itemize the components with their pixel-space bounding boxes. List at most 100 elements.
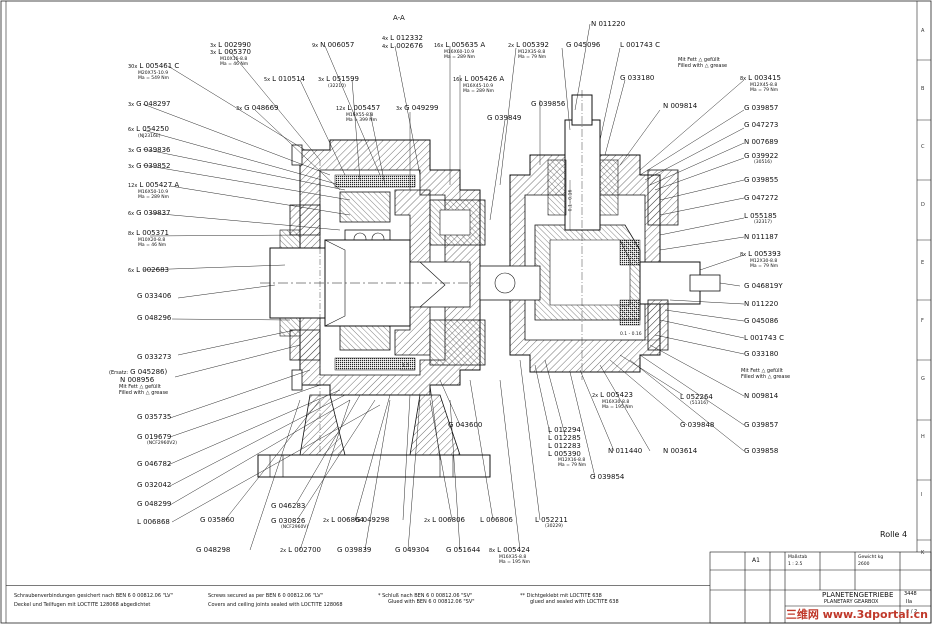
part-number: G 033406: [137, 292, 172, 300]
part-callout: L 012294: [548, 426, 581, 434]
margin-ticks: [917, 59, 931, 541]
section-title: A-A: [393, 14, 405, 22]
footer-rule: [6, 585, 710, 586]
grease-note-de: Mit Fett: [119, 384, 138, 390]
part-callout: N 009814: [663, 102, 697, 110]
part-number: L 002683: [136, 266, 169, 274]
part-number: L 055185: [744, 212, 777, 220]
part-callout: L 012283: [548, 442, 581, 450]
part-callout: G 019679(NCF2960V2): [137, 433, 177, 446]
part-callout: G 039839: [337, 546, 371, 554]
part-number: G 019679: [137, 433, 172, 441]
part-quantity: 8x: [489, 548, 496, 554]
scale-label: Maßstab: [788, 555, 808, 560]
part-number: L 005424: [497, 546, 530, 554]
part-spec: Ma = 289 Nm: [444, 55, 476, 60]
part-number: G 045286): [130, 368, 168, 376]
part-spec: M16X55-8.8: [346, 113, 374, 118]
part-quantity: 2x: [592, 393, 599, 399]
part-number: L 054250: [136, 125, 169, 133]
part-number: L 051599: [326, 75, 359, 83]
part-callout: G 046819Y: [744, 282, 783, 290]
part-callout: G 047272: [744, 194, 778, 202]
weight-label: Gewicht kg: [858, 555, 884, 560]
grease-note-en-2: grease: [773, 374, 791, 380]
part-quantity: 8x: [740, 252, 747, 258]
part-number: G 030826: [271, 517, 306, 525]
part-number: G 039836: [136, 146, 171, 154]
part-callout: G 039857: [744, 104, 778, 112]
part-number: L 006868: [137, 518, 170, 526]
part-number: L 006806: [432, 516, 465, 524]
part-number: G 039857: [744, 421, 779, 429]
housing-right: [479, 90, 721, 380]
part-number: G 048298: [196, 546, 231, 554]
part-quantity: 4x: [382, 36, 389, 42]
part-number: L 005461 C: [139, 62, 180, 70]
part-callout: G 033180: [620, 74, 654, 82]
part-number: L 005635 A: [445, 41, 486, 49]
grease-note-en: Filled with: [741, 374, 767, 380]
part-quantity: 12x: [128, 183, 138, 189]
part-callout: (Ersatz:G 045286): [109, 368, 167, 377]
part-spec: (NJ2316E): [138, 134, 161, 139]
part-number: L 001743 C: [744, 334, 784, 342]
part-callout: G 047273: [744, 121, 778, 129]
part-callout: G 033180: [744, 350, 778, 358]
grease-note-de-2: gefüllt: [144, 384, 161, 390]
part-number: G 033180: [620, 74, 655, 82]
part-number: L 001743 C: [620, 41, 660, 49]
part-number: N 011220: [591, 20, 626, 28]
part-number: G 035860: [200, 516, 235, 524]
grease-note-de-2: gefüllt: [766, 368, 783, 374]
part-number: G 045086: [744, 317, 779, 325]
part-quantity: 6x: [128, 268, 135, 274]
part-callout: L 006868: [137, 518, 170, 526]
part-callout: L 012285: [548, 434, 581, 442]
part-spec: M16X50-10.9: [138, 190, 169, 195]
part-number: G 039858: [744, 447, 779, 455]
part-callout: G 049298: [355, 516, 389, 524]
part-quantity: 3x: [128, 148, 135, 154]
part-callout: G 045086: [744, 317, 778, 325]
part-number: L 012283: [548, 442, 581, 450]
part-callout: N 011220: [591, 20, 625, 28]
part-callout: G 035860: [200, 516, 234, 524]
part-number: G 039839: [337, 546, 372, 554]
part-spec: Ma = 79 Nm: [558, 463, 587, 468]
part-spec: Ma = 46 Nm: [138, 243, 167, 248]
grid-letter: K: [921, 550, 925, 556]
part-number: G 048296: [137, 314, 172, 322]
part-spec: Ma = 46 Nm: [220, 62, 249, 67]
housing-left: [257, 139, 700, 478]
warning-icon: △: [698, 57, 703, 63]
warning-icon: △: [145, 390, 150, 396]
part-callout: N 011220: [744, 300, 778, 308]
part-quantity: (Ersatz:: [109, 370, 129, 376]
part-quantity: 6x: [128, 211, 135, 217]
part-quantity: 16x: [453, 77, 463, 83]
part-callout: G 051644: [446, 546, 480, 554]
part-callout: G 048296: [137, 314, 171, 322]
part-callout: G 043600: [448, 421, 482, 429]
part-number: L 005423: [600, 391, 633, 399]
grease-note-de: Mit Fett: [678, 57, 697, 63]
part-callout: N 011440: [608, 447, 642, 455]
part-spec: Ma = 399 Nm: [346, 118, 378, 123]
grid-letter: A: [921, 28, 925, 34]
part-callout: G 032042: [137, 481, 171, 489]
part-spec: M16X35-8.8: [499, 555, 527, 560]
roll-label: Rolle 4: [880, 530, 908, 539]
format-label: A1: [752, 557, 760, 564]
part-number: L 005390: [548, 450, 581, 458]
part-number: L 005392: [516, 41, 549, 49]
